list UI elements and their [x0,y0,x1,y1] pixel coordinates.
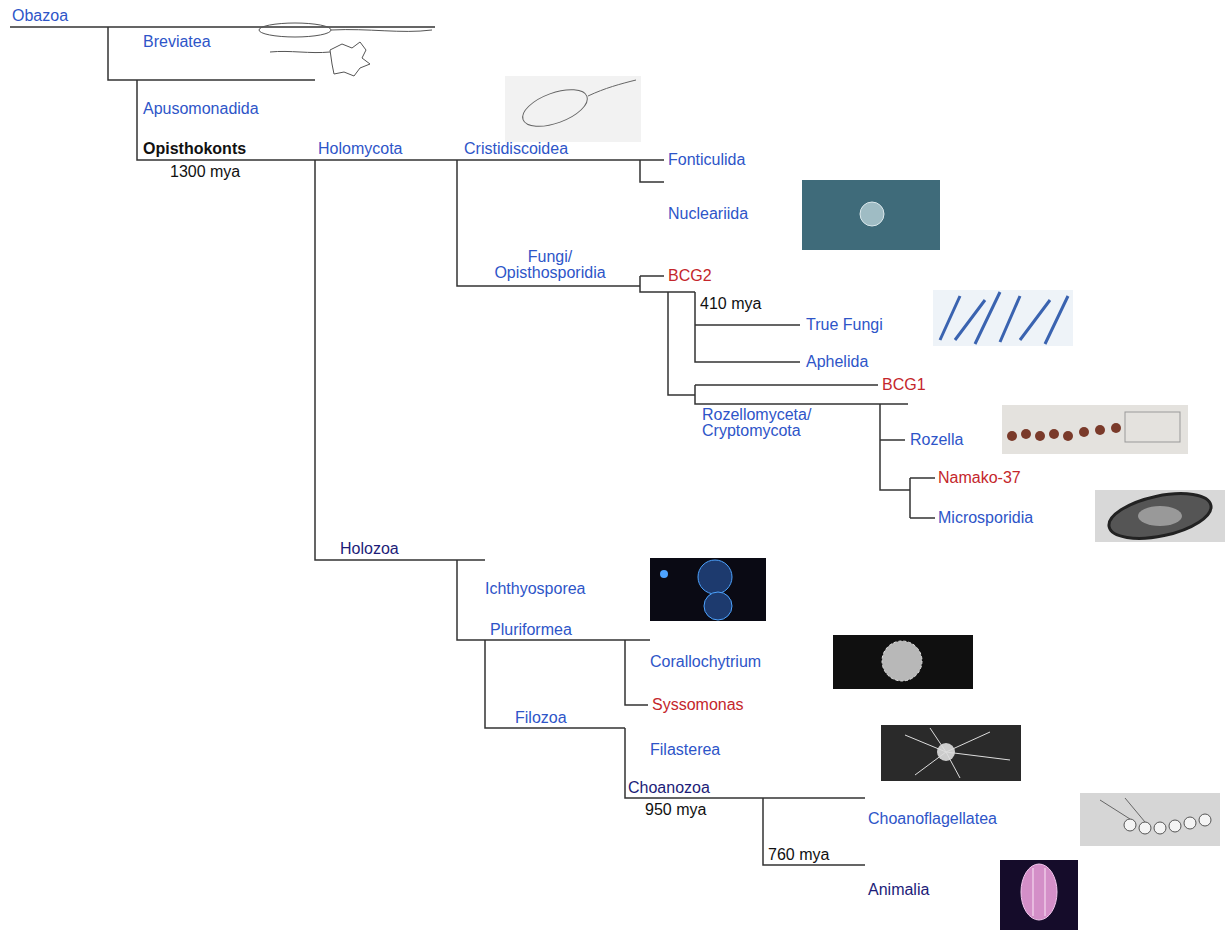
spore-sketch [1105,486,1215,547]
taxon-label: Animalia [868,881,929,899]
choanoflagellate-picture [1080,793,1220,846]
taxon-label: Rozella [910,431,963,449]
filopodia-sketch [905,728,1010,778]
filasterea-picture [881,725,1021,781]
taxon-label: Namako-37 [938,469,1021,487]
jelly-sketch [1021,864,1057,920]
flagellum-sketch [331,30,432,32]
picture-frame [1002,405,1188,454]
taxon-label: Fonticulida [668,151,745,169]
flagellum-sketch [588,80,636,96]
taxon-label: Filozoa [515,709,567,727]
cell-sketch [860,202,884,226]
animalia-picture [1000,860,1078,930]
cell-sketch [660,570,668,578]
spores-sketch [1007,423,1121,441]
taxon-label: 1300 mya [170,163,240,181]
taxon-label: Aphelida [806,353,868,371]
rozella-picture [1002,405,1188,454]
taxon-label: Fungi/ Opisthosporidia [480,249,620,281]
taxon-label: True Fungi [806,316,883,334]
picture-frame [933,290,1073,346]
amoeba-sketch [330,42,370,76]
colony-sketch [1124,814,1211,834]
corallochytrium-picture [833,635,973,689]
taxon-label: BCG1 [882,376,926,394]
fungi-picture [933,290,1073,346]
picture-frame [1080,793,1220,846]
taxon-label: Breviatea [143,33,211,51]
hyphae-sketch [940,292,1068,344]
picture-frame [802,180,940,250]
taxon-label: Pluriformea [490,621,572,639]
host-sketch [1125,412,1180,442]
flagellum-sketch [270,51,330,52]
cell-sketch [259,23,331,37]
taxon-label: Opisthokonts [143,140,246,158]
taxon-label: 410 mya [700,295,761,313]
cell-sketch [698,560,732,594]
breviatea-sketch [259,23,432,76]
cell-sketch [518,82,592,133]
tree-branches [10,27,935,865]
taxon-label: Apusomonadida [143,100,259,118]
cell-sketch [882,641,922,681]
picture-frame [505,76,641,142]
taxon-label: Nucleariida [668,205,748,223]
nucleus-sketch [1138,506,1182,526]
taxon-label: Ichthyosporea [485,580,586,598]
taxon-label: Syssomonas [652,696,744,714]
picture-frame [881,725,1021,781]
nucleariid-picture [802,180,940,250]
flagella-sketch [1100,798,1145,822]
taxon-label: Obazoa [12,7,68,25]
taxon-label: Cristidiscoidea [464,140,568,158]
taxon-label: BCG2 [668,267,712,285]
ichthyosporea-picture [650,558,766,621]
taxon-label: Holozoa [340,540,399,558]
picture-frame [1000,860,1078,930]
taxon-label: Corallochytrium [650,653,761,671]
apusomonad-picture [505,76,641,142]
microsporidia-picture [1095,486,1225,547]
picture-frame [833,635,973,689]
taxon-label: Choanozoa [628,779,710,797]
taxon-label: 760 mya [768,846,829,864]
picture-frame [650,558,766,621]
cell-sketch [704,592,732,620]
taxon-label: Microsporidia [938,509,1033,527]
taxon-label: Filasterea [650,741,720,759]
taxon-label: 950 mya [645,801,706,819]
taxon-label: Choanoflagellatea [868,810,997,828]
comb-row-sketch [1033,868,1045,916]
taxon-label: Holomycota [318,140,402,158]
taxon-label: Rozellomyceta/ Cryptomycota [702,407,827,439]
